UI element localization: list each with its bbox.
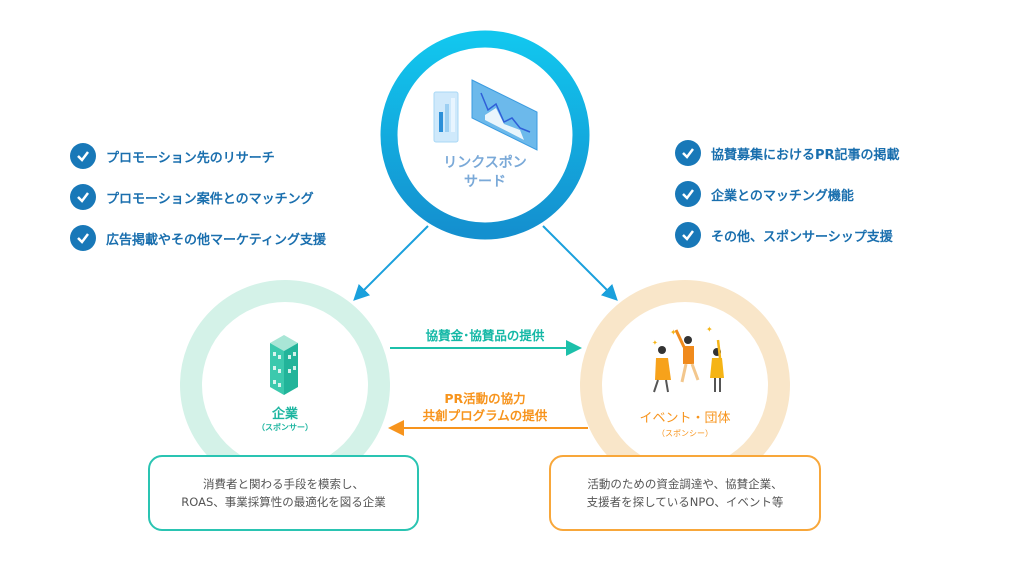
feature-item: プロモーション先のリサーチ	[70, 143, 275, 169]
company-subtitle: （スポンサー）	[257, 423, 313, 432]
check-icon	[70, 143, 96, 169]
feature-label: その他、スポンサーシップ支援	[711, 229, 893, 245]
svg-text:✦: ✦	[706, 325, 713, 334]
company-description-box: 消費者と関わる手段を模索し、 ROAS、事業採算性の最適化を図る企業	[148, 455, 419, 531]
feature-item: 企業とのマッチング機能	[675, 181, 854, 207]
feature-label: 広告掲載やその他マーケティング支援	[106, 232, 326, 248]
building-icon	[270, 335, 298, 395]
people-celebrating-icon: ✦ ✦ ✦	[652, 325, 724, 393]
pr-flow-label: PR活動の協力 共創プログラムの提供	[390, 390, 580, 424]
check-icon	[70, 184, 96, 210]
feature-label: 協賛募集におけるPR記事の掲載	[711, 147, 900, 163]
event-desc-line2: 支援者を探しているNPO、イベント等	[586, 495, 784, 509]
svg-text:✦: ✦	[670, 328, 677, 337]
svg-text:✦: ✦	[652, 339, 658, 347]
center-title-line1: リンクスポン	[443, 155, 527, 171]
company-title: 企業	[271, 407, 298, 422]
pr-flow-line2: 共創プログラムの提供	[422, 408, 548, 423]
check-icon	[675, 222, 701, 248]
arrow-to-company	[353, 225, 429, 301]
feature-label: 企業とのマッチング機能	[711, 188, 854, 204]
company-desc-line1: 消費者と関わる手段を模索し、	[203, 477, 364, 491]
feature-item: プロモーション案件とのマッチング	[70, 184, 314, 210]
analytics-icon	[433, 79, 538, 151]
pr-flow-line1: PR活動の協力	[444, 391, 526, 406]
arrow-to-event	[542, 225, 618, 301]
check-icon	[675, 140, 701, 166]
event-ring	[580, 280, 790, 490]
feature-label: プロモーション案件とのマッチング	[106, 191, 314, 207]
check-icon	[675, 181, 701, 207]
feature-label: プロモーション先のリサーチ	[106, 150, 275, 166]
event-desc-line1: 活動のための資金調達や、協賛企業、	[587, 477, 783, 491]
event-description-box: 活動のための資金調達や、協賛企業、 支援者を探しているNPO、イベント等	[549, 455, 821, 531]
event-title: イベント・団体	[639, 411, 731, 426]
feature-item: その他、スポンサーシップ支援	[675, 222, 893, 248]
company-desc-line2: ROAS、事業採算性の最適化を図る企業	[181, 495, 386, 509]
check-icon	[70, 225, 96, 251]
center-title-line2: サード	[464, 174, 506, 190]
event-subtitle: （スポンシー）	[657, 429, 713, 438]
sponsorship-flow-label: 協賛金･協賛品の提供	[425, 328, 545, 343]
feature-item: 協賛募集におけるPR記事の掲載	[675, 140, 900, 166]
center-ring	[380, 30, 590, 240]
feature-item: 広告掲載やその他マーケティング支援	[70, 225, 326, 251]
center-title: リンクスポン サード	[405, 154, 565, 192]
